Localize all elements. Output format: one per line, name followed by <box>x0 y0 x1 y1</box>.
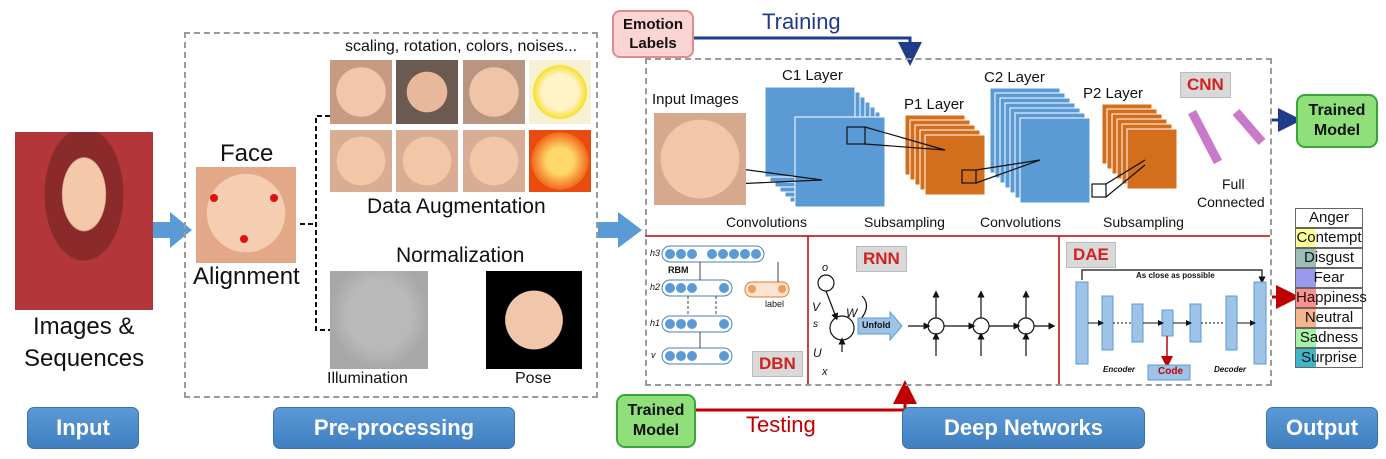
rnn-x-label: x <box>822 366 828 378</box>
sub2-label: Subsampling <box>1103 214 1184 230</box>
testing-label: Testing <box>746 412 816 437</box>
dbn-rbm-label: RBM <box>668 265 689 275</box>
rnn-v-label: V <box>812 300 821 314</box>
augmentation-label: Data Augmentation <box>367 195 546 218</box>
dae-close-label: As close as possible <box>1136 271 1215 280</box>
emotion-row: Happiness <box>1295 288 1367 308</box>
dbn-diagram <box>661 245 790 365</box>
rnn-w-label: W <box>846 306 858 320</box>
training-line <box>690 36 922 66</box>
stage-deep-networks: Deep Networks <box>902 407 1145 449</box>
unfold-arrow <box>857 310 903 342</box>
preproc-bracket <box>300 115 330 331</box>
dbn-h3: h3 <box>650 248 661 258</box>
landmark-mouth <box>240 235 248 243</box>
testing-trained-model-line2: Model <box>632 422 680 439</box>
dae-tag: DAE <box>1066 242 1116 268</box>
rnn-u-label: U <box>813 346 822 360</box>
rnn-unfold-label: Unfold <box>862 320 891 330</box>
testing-trained-model-line1: Trained <box>627 402 685 419</box>
flow-arrow-2 <box>598 212 642 248</box>
dbn-h1: h1 <box>650 318 661 328</box>
full-label-line1: Full <box>1222 176 1245 192</box>
alignment-label: Alignment <box>193 263 300 290</box>
emotion-row: Neutral <box>1295 308 1363 328</box>
p2-layer-stack <box>1101 103 1178 190</box>
augmented-face-7 <box>463 130 525 192</box>
dae-decoder-label: Decoder <box>1214 365 1247 374</box>
augmented-face-1 <box>330 60 392 124</box>
input-caption-line2: Sequences <box>24 345 145 372</box>
emotion-labels-line1: Emotion <box>623 16 683 33</box>
fc-bar-2 <box>1232 109 1266 145</box>
fc-bar-1 <box>1188 109 1222 165</box>
preprocessing-box <box>184 32 598 398</box>
c1-layer-label: C1 Layer <box>782 67 843 84</box>
rnn-diagram <box>817 274 1056 356</box>
emotion-row: Sadness <box>1295 328 1363 348</box>
stage-output: Output <box>1266 407 1378 449</box>
stage-input: Input <box>27 407 139 449</box>
testing-line <box>694 380 917 412</box>
emotion-row: Disgust <box>1295 248 1363 268</box>
dbn-v: v <box>651 350 656 360</box>
augmentation-caption: scaling, rotation, colors, noises... <box>345 38 578 55</box>
sub1-label: Subsampling <box>864 214 945 230</box>
augmented-face-5 <box>330 130 392 192</box>
rnn-tag: RNN <box>856 246 907 272</box>
landmark-right-eye <box>270 194 278 202</box>
p2-layer-label: P2 Layer <box>1083 85 1144 102</box>
augmented-face-6 <box>396 130 458 192</box>
stage-preprocessing: Pre-processing <box>273 407 515 449</box>
illumination-label: Illumination <box>327 370 408 387</box>
flow-arrow-1 <box>152 212 192 248</box>
input-images-label: Input Images <box>652 91 739 108</box>
emotion-row: Fear <box>1295 268 1363 288</box>
cnn-tag: CNN <box>1180 72 1231 98</box>
augmented-face-2 <box>396 60 458 124</box>
emotion-labels-line2: Labels <box>629 35 677 52</box>
cnn-input-photo <box>654 113 746 205</box>
dbn-label-label: label <box>765 299 785 309</box>
conv1-label: Convolutions <box>726 214 807 230</box>
augmented-face-8 <box>529 130 591 192</box>
c2-layer-label: C2 Layer <box>984 69 1045 86</box>
full-label-line2: Connected <box>1197 194 1265 210</box>
pose-photo <box>486 271 582 369</box>
rnn-o-label: o <box>822 262 829 274</box>
rnn-s-label: s <box>813 319 818 330</box>
input-photo <box>15 132 153 310</box>
p1-layer-label: P1 Layer <box>904 96 965 113</box>
dbn-tag: DBN <box>752 351 803 377</box>
dae-diagram <box>1075 269 1267 381</box>
training-label: Training <box>762 9 841 34</box>
emotion-row: Anger <box>1295 208 1363 228</box>
illumination-photo <box>330 271 428 369</box>
normalization-label: Normalization <box>396 244 525 267</box>
emotion-row: Contempt <box>1295 228 1363 248</box>
output-trained-model-line1: Trained <box>1308 102 1366 119</box>
output-trained-model-line2: Model <box>1313 122 1361 139</box>
landmark-left-eye <box>210 194 218 202</box>
dae-code-label: Code <box>1158 366 1183 377</box>
augmented-face-4 <box>529 60 591 124</box>
aligned-face-photo <box>196 167 296 263</box>
face-label: Face <box>220 140 274 167</box>
emotion-row: Surprise <box>1295 348 1363 368</box>
deep-networks-box <box>645 58 1272 386</box>
dbn-h2: h2 <box>650 282 661 292</box>
pose-label: Pose <box>515 370 552 387</box>
augmented-face-3 <box>463 60 525 124</box>
c2-layer-stack <box>989 87 1091 204</box>
dae-encoder-label: Encoder <box>1103 365 1136 374</box>
input-caption-line1: Images & <box>33 313 135 340</box>
conv2-label: Convolutions <box>980 214 1061 230</box>
